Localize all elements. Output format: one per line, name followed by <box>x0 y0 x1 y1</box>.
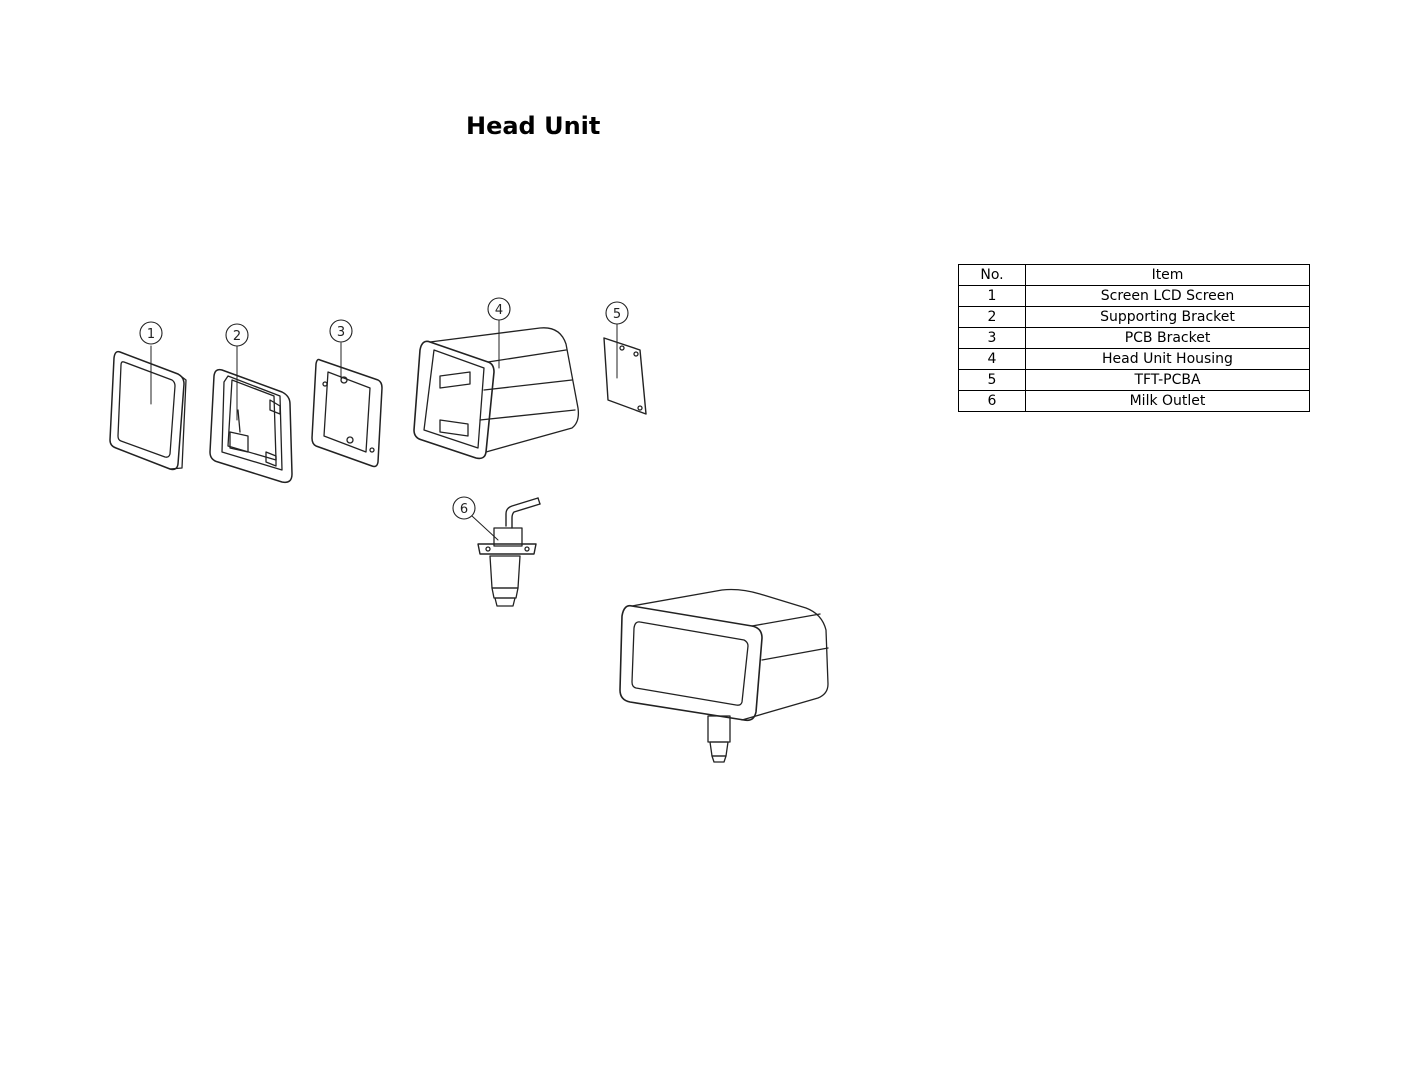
callout-5-label: 5 <box>613 307 621 322</box>
assembled-head-unit <box>619 588 829 763</box>
row-item: Screen LCD Screen <box>1025 285 1310 307</box>
parts-table: No. Item 1 Screen LCD Screen 2 Supportin… <box>958 264 1310 412</box>
callout-1-label: 1 <box>147 327 155 342</box>
callout-5: 5 <box>605 301 629 325</box>
callout-2-label: 2 <box>233 329 241 344</box>
callout-3: 3 <box>329 319 353 343</box>
row-item: Supporting Bracket <box>1025 306 1310 328</box>
row-no: 1 <box>958 285 1026 307</box>
callout-6-label: 6 <box>460 502 468 517</box>
header-no: No. <box>958 264 1026 286</box>
row-no: 2 <box>958 306 1026 328</box>
part-1-lcd-screen <box>109 345 187 471</box>
callout-2: 2 <box>225 323 249 347</box>
table-row: 4 Head Unit Housing <box>958 348 1310 370</box>
part-3-pcb-bracket <box>311 342 383 468</box>
table-row: 2 Supporting Bracket <box>958 306 1310 328</box>
header-item: Item <box>1025 264 1310 286</box>
table-row: 5 TFT-PCBA <box>958 369 1310 391</box>
table-row: 1 Screen LCD Screen <box>958 285 1310 307</box>
row-no: 4 <box>958 348 1026 370</box>
part-2-supporting-bracket <box>209 345 293 484</box>
part-6-milk-outlet <box>471 497 541 607</box>
row-item: Head Unit Housing <box>1025 348 1310 370</box>
callout-3-label: 3 <box>337 325 345 340</box>
page-title: Head Unit <box>466 112 601 140</box>
row-item: TFT-PCBA <box>1025 369 1310 391</box>
part-4-head-unit-housing <box>413 319 580 460</box>
callout-4-label: 4 <box>495 303 503 318</box>
row-no: 3 <box>958 327 1026 349</box>
callout-4: 4 <box>487 297 511 321</box>
row-item: Milk Outlet <box>1025 390 1310 412</box>
part-5-tft-pcba <box>603 323 647 415</box>
table-row: 6 Milk Outlet <box>958 390 1310 412</box>
row-no: 5 <box>958 369 1026 391</box>
callout-6: 6 <box>452 496 476 520</box>
row-item: PCB Bracket <box>1025 327 1310 349</box>
callout-1: 1 <box>139 321 163 345</box>
table-header-row: No. Item <box>958 264 1310 286</box>
exploded-diagram: 1 2 3 <box>109 297 829 763</box>
table-row: 3 PCB Bracket <box>958 327 1310 349</box>
row-no: 6 <box>958 390 1026 412</box>
